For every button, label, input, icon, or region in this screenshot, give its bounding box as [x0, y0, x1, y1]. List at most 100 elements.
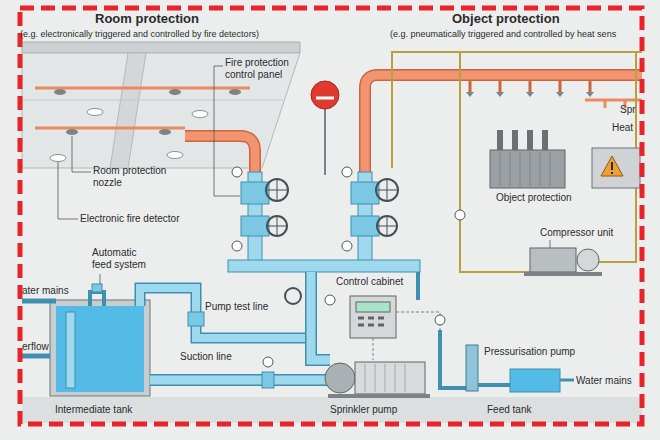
section-subtitle: (e.g. electronically triggered and contr…: [20, 29, 259, 39]
dashed-frame: [20, 8, 642, 424]
part-label: Suction line: [180, 351, 232, 363]
cabinet-display: [356, 302, 390, 312]
leader-line: [72, 136, 91, 172]
compressor-body: [530, 248, 576, 272]
sprinkler-head: [466, 92, 594, 97]
leader-line: [100, 274, 101, 284]
part-label: Water mains: [576, 375, 632, 387]
motor-ribs: [365, 364, 405, 392]
bushing: [512, 130, 518, 150]
pressure-gauge: [342, 241, 352, 251]
section-heading: Room protection: [95, 12, 199, 27]
feed-valve: [92, 284, 102, 292]
feed-pipe: [478, 383, 510, 387]
handwheel: [285, 288, 301, 304]
alarm-bell: [311, 81, 339, 109]
transformer-fins: [500, 152, 550, 186]
pressure-gauge: [342, 167, 352, 177]
floor-band: [22, 397, 642, 423]
ceiling-slab: [22, 42, 300, 53]
branch-pipe: [585, 100, 642, 108]
room-nozzle: [229, 89, 241, 95]
room-pipe-outline: [185, 136, 255, 176]
part-label: Fire protection control panel: [225, 57, 307, 80]
part-label: Heat: [612, 122, 633, 134]
room-nozzle: [66, 129, 78, 135]
ceiling-beam: [110, 53, 146, 168]
main-pipe: [311, 272, 330, 360]
alarm-valve: [241, 216, 269, 236]
room-pipe: [185, 136, 255, 176]
warning-mark: [611, 162, 613, 174]
suction-line-outline: [150, 374, 328, 386]
bushing: [542, 130, 548, 150]
suction-valve: [262, 372, 274, 388]
part-label: Automatic feed system: [92, 247, 154, 270]
control-cabinet: [350, 296, 396, 338]
fire-detector: [87, 109, 103, 116]
automatic-feed-pipe: [90, 292, 104, 306]
part-label: Room protection nozzle: [93, 165, 177, 188]
pressure-gauge: [232, 241, 242, 251]
part-label: Pump test line: [205, 301, 268, 313]
pressure-gauge: [325, 295, 335, 305]
section-heading: Object protection: [452, 12, 560, 27]
pump-test-line-outline: [140, 288, 305, 338]
ceiling-branch-pipe: [35, 87, 250, 90]
pump-motor: [355, 362, 425, 394]
bushing: [527, 130, 533, 150]
part-label: Spr: [620, 104, 636, 116]
compressor-motor: [577, 249, 599, 271]
room-nozzle: [169, 89, 181, 95]
compressor-base: [524, 272, 602, 276]
part-label: Feed tank: [487, 404, 531, 416]
distribution-header: [228, 260, 420, 272]
bell-post: [324, 108, 326, 175]
part-label: Electronic fire detector: [80, 213, 180, 225]
pump-base: [328, 394, 430, 398]
pressure-gauge: [232, 167, 242, 177]
intermediate-tank: [50, 300, 150, 396]
part-label: ater mains: [22, 285, 69, 297]
sprinkler-drop: [470, 80, 590, 92]
pressurisation-pump: [466, 345, 478, 391]
test-valve: [188, 312, 204, 326]
leader-line: [58, 162, 78, 219]
feed-tank: [510, 369, 560, 392]
water-mains-pipe: [560, 379, 574, 382]
handwheel-spokes: [376, 179, 398, 236]
part-label: Pressurisation pump: [484, 346, 575, 358]
suction-line: [150, 376, 328, 385]
leader-line: [214, 66, 240, 196]
cabinet-keys: [358, 318, 384, 325]
dry-valve: [351, 216, 379, 236]
transformer: [490, 150, 565, 188]
leader-line: [550, 240, 551, 248]
warning-triangle: [601, 156, 623, 176]
part-label: Object protection: [496, 192, 572, 204]
tank-inner-pipe: [66, 312, 75, 388]
pressure-gauge: [455, 210, 465, 220]
section-subtitle: (e.g. pneumatically triggered and contro…: [390, 29, 616, 39]
part-label: Sprinkler pump: [330, 404, 397, 416]
jockey-pipe: [418, 272, 466, 388]
tank-water: [56, 306, 144, 392]
pump-casing: [325, 363, 355, 393]
bell-mark: [316, 97, 334, 100]
main-pipe-outline: [311, 272, 330, 360]
alarm-valve: [241, 182, 269, 204]
fire-detector: [167, 152, 183, 159]
dry-valve: [351, 182, 379, 204]
bushing: [497, 130, 503, 150]
handwheel-spokes: [266, 179, 288, 236]
fire-detector: [192, 111, 208, 118]
pump-test-line: [140, 288, 305, 338]
heat-sensor-box: [592, 148, 640, 188]
room-nozzle: [159, 129, 171, 135]
overflow-pipe: [22, 354, 50, 359]
part-label: Control cabinet: [336, 276, 403, 288]
